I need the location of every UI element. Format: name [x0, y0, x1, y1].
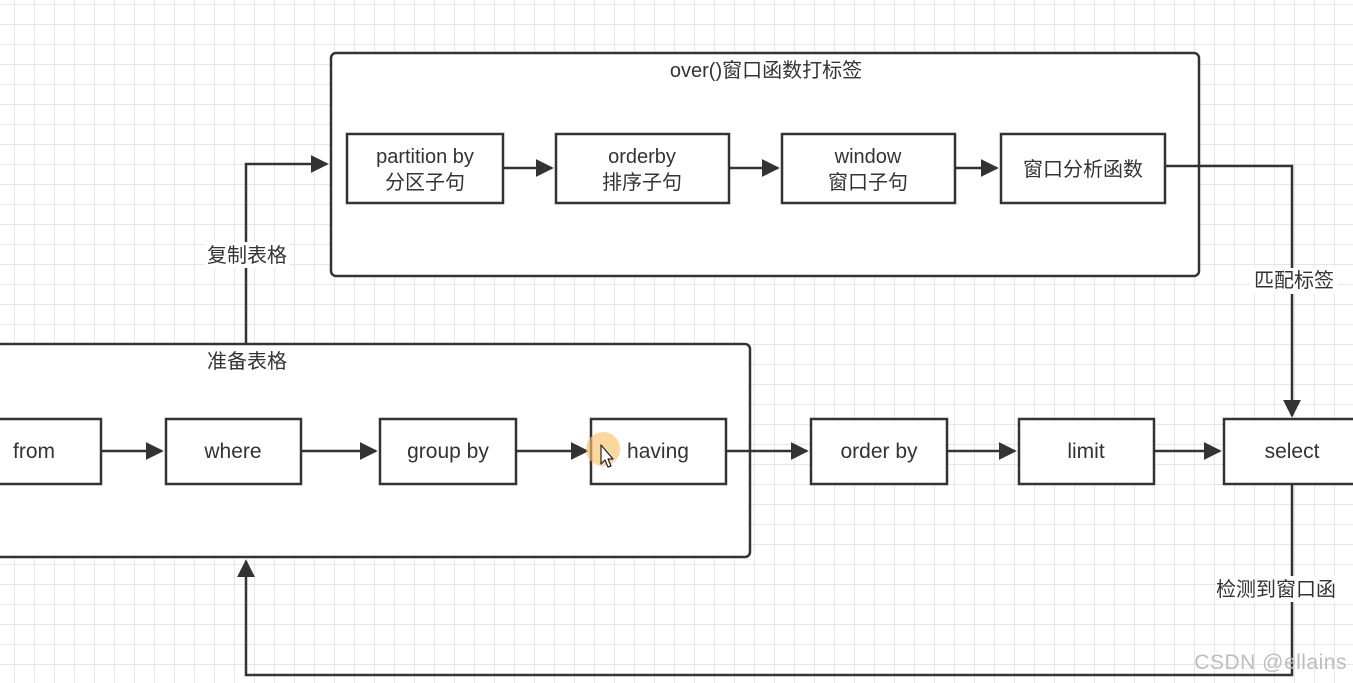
prepare-table-group-title: 准备表格 — [207, 350, 287, 373]
node-where[interactable]: where — [164, 417, 303, 486]
node-select[interactable]: select — [1222, 417, 1353, 486]
node-from-label: from — [13, 440, 55, 463]
node-where-label: where — [203, 440, 261, 463]
node-order-by[interactable]: order by — [809, 417, 949, 486]
detect-window-label: 检测到窗口函 — [1216, 578, 1336, 601]
node-orderby-clause-line1: orderby — [608, 146, 676, 168]
node-having-label: having — [627, 440, 689, 463]
node-window-analysis-function[interactable]: 窗口分析函数 — [999, 132, 1167, 205]
match-tag-label: 匹配标签 — [1254, 269, 1334, 292]
edge-match-tag — [1165, 164, 1301, 418]
node-window-analysis-function-label: 窗口分析函数 — [1023, 158, 1143, 181]
edge-copy-table — [244, 155, 329, 343]
window-function-group-title: over()窗口函数打标签 — [670, 59, 862, 82]
pointer-icon — [600, 444, 614, 468]
edge-labels: 复制表格 匹配标签 检测到窗口函 — [204, 242, 1353, 602]
node-partition-by[interactable]: partition by 分区子句 — [345, 132, 505, 205]
mouse-cursor — [586, 432, 620, 468]
node-order-by-box[interactable] — [809, 417, 949, 486]
node-orderby-clause-line2: 排序子句 — [602, 171, 682, 194]
node-window-clause-line2: 窗口子句 — [828, 171, 908, 194]
node-partition-by-line1: partition by — [376, 146, 474, 168]
node-from[interactable]: from — [0, 417, 103, 486]
node-window-clause[interactable]: window 窗口子句 — [780, 132, 957, 205]
edges — [101, 155, 1301, 677]
node-select-box[interactable] — [1222, 417, 1353, 486]
node-where-box[interactable] — [164, 417, 303, 486]
copy-table-label: 复制表格 — [207, 244, 287, 267]
node-group-by[interactable]: group by — [378, 417, 518, 486]
node-order-by-label: order by — [840, 440, 918, 463]
node-group-by-label: group by — [407, 440, 489, 463]
watermark: CSDN @ellains — [1194, 651, 1347, 674]
node-limit-box[interactable] — [1017, 417, 1156, 486]
node-select-label: select — [1265, 440, 1320, 463]
node-from-box[interactable] — [0, 417, 103, 486]
node-limit-label: limit — [1067, 440, 1104, 463]
node-window-analysis-function-box[interactable] — [999, 132, 1167, 205]
node-limit[interactable]: limit — [1017, 417, 1156, 486]
node-partition-by-line2: 分区子句 — [385, 171, 465, 194]
node-window-clause-line1: window — [834, 146, 902, 168]
node-partition-by-box[interactable] — [345, 132, 505, 205]
node-orderby-clause[interactable]: orderby 排序子句 — [554, 132, 731, 205]
node-group-by-box[interactable] — [378, 417, 518, 486]
node-orderby-clause-box[interactable] — [554, 132, 731, 205]
node-window-clause-box[interactable] — [780, 132, 957, 205]
